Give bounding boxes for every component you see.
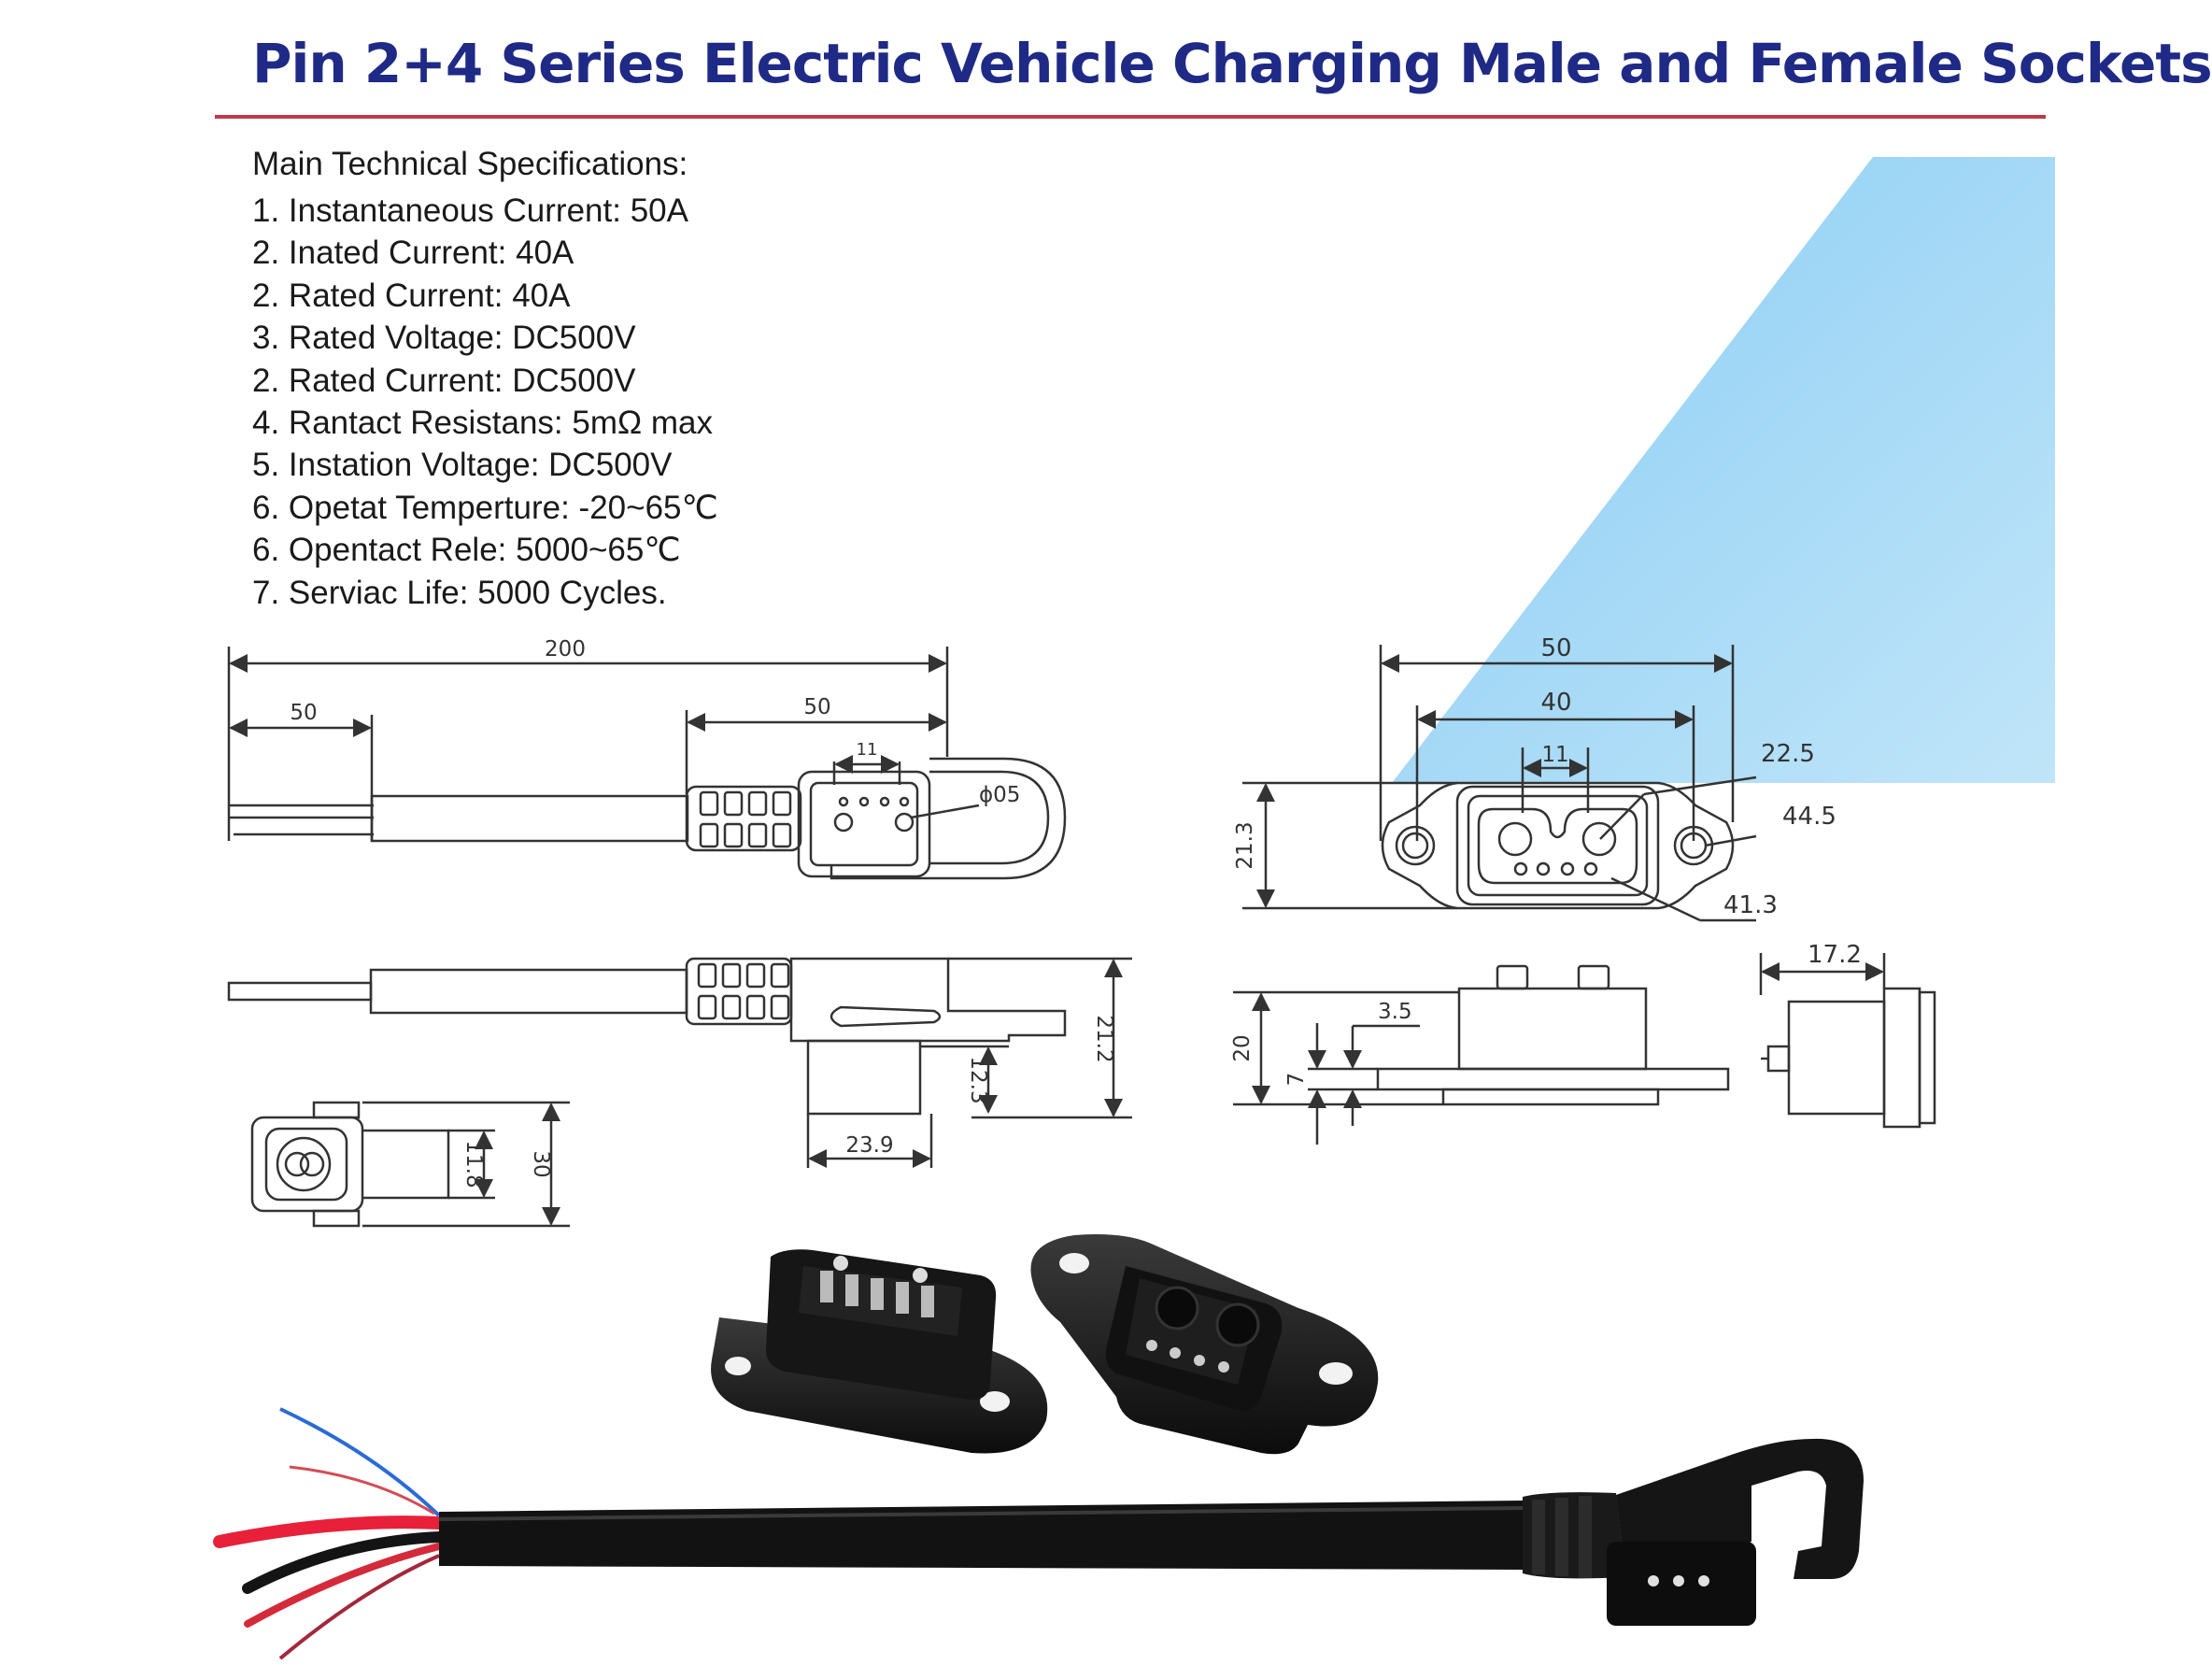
dim-end-inner: 11.8 bbox=[461, 1140, 486, 1188]
dim-end-outer: 30 bbox=[529, 1150, 553, 1177]
dim-side-flange: 7 bbox=[1284, 1073, 1309, 1087]
socket-front-view bbox=[1242, 645, 1757, 922]
title-divider bbox=[215, 115, 2046, 119]
specifications-list: 1. Instantaneous Current: 50A 2. Inated … bbox=[252, 190, 831, 614]
dim-plug-pin-gap: 11 bbox=[857, 740, 878, 760]
female-socket-photo bbox=[1030, 1234, 1379, 1455]
dim-socket-width: 44.5 bbox=[1782, 803, 1836, 831]
dim-socket-total: 50 bbox=[1540, 634, 1571, 662]
dim-socket-flange: 41.3 bbox=[1723, 891, 1778, 919]
dim-cable-total: 200 bbox=[545, 637, 586, 662]
socket-side-view bbox=[1233, 964, 1730, 1145]
spec-item: 7. Serviac Life: 5000 Cycles. bbox=[252, 574, 667, 611]
dim-side-height: 20 bbox=[1230, 1034, 1255, 1061]
dim-plug-width: 23.9 bbox=[845, 1133, 893, 1158]
dim-socket-height: 21.3 bbox=[1233, 821, 1257, 869]
highlight-panel bbox=[1392, 157, 2055, 783]
spec-item: 2. Rated Current: 40A bbox=[252, 277, 571, 314]
dim-side-step: 3.5 bbox=[1378, 1000, 1412, 1024]
charging-cable-photo bbox=[213, 1407, 1864, 1660]
spec-item: 6. Opentact Rele: 5000~65℃ bbox=[252, 532, 681, 569]
dim-cable-plug: 50 bbox=[803, 695, 830, 719]
dim-socket-hole-dia: 22.5 bbox=[1761, 740, 1815, 768]
dim-plug-body: 12.3 bbox=[966, 1056, 990, 1103]
page-title: Pin 2+4 Series Electric Vehicle Charging… bbox=[252, 32, 2212, 95]
dim-cable-strip: 50 bbox=[290, 701, 317, 725]
spec-item: 5. Instation Voltage: DC500V bbox=[252, 447, 673, 484]
cable-top-view bbox=[227, 647, 1067, 880]
cable-side-view bbox=[227, 957, 1132, 1168]
specifications-heading: Main Technical Specifications: bbox=[252, 146, 688, 182]
spec-item: 2. Rated Current: DC500V bbox=[252, 362, 636, 399]
dim-plug-height: 21.2 bbox=[1092, 1015, 1116, 1062]
spec-item: 1. Instantaneous Current: 50A bbox=[252, 192, 688, 229]
socket-depth-view bbox=[1759, 953, 1936, 1129]
dim-socket-pin-gap: 11 bbox=[1541, 743, 1568, 767]
dim-socket-holes: 40 bbox=[1540, 689, 1571, 717]
dim-depth: 17.2 bbox=[1808, 941, 1862, 969]
male-socket-photo bbox=[711, 1249, 1048, 1454]
spec-item: 6. Opetat Temperture: -20~65℃ bbox=[252, 489, 718, 526]
spec-item: 2. Inated Current: 40A bbox=[252, 235, 574, 272]
plug-end-view bbox=[250, 1101, 570, 1228]
spec-item: 3. Rated Voltage: DC500V bbox=[252, 320, 636, 357]
specifications-block: Main Technical Specifications: 1. Instan… bbox=[252, 145, 831, 614]
spec-item: 4. Rantact Resistans: 5mΩ max bbox=[252, 405, 714, 442]
dim-plug-pin-note: ϕ05 bbox=[979, 783, 1020, 807]
